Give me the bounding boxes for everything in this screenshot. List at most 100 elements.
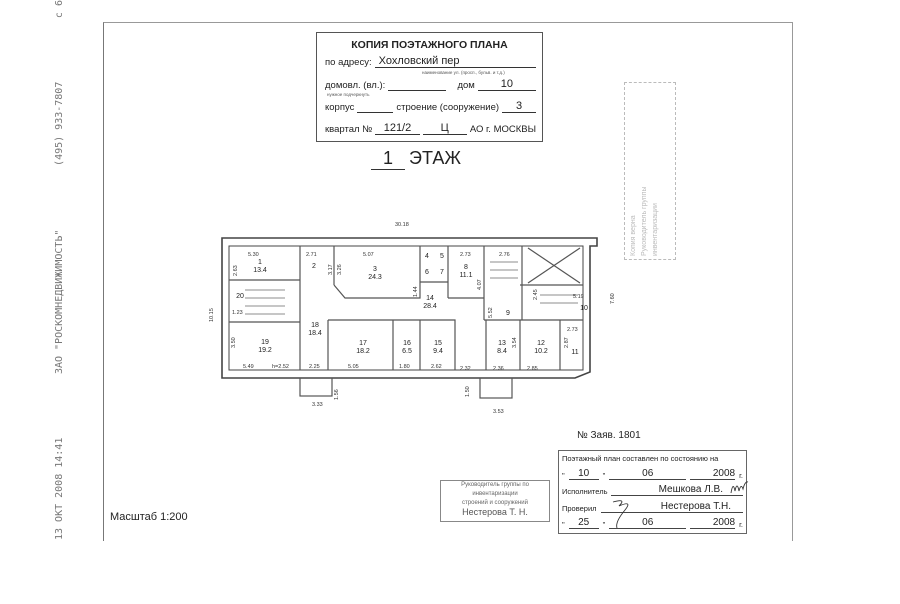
dim: 2.36 (493, 366, 504, 372)
dim: h=2.52 (272, 364, 289, 370)
year-suffix: г. (739, 471, 743, 480)
kvartal-value: 121/2 (375, 122, 420, 135)
dim: 2.25 (309, 364, 320, 370)
month2: 06 (609, 517, 687, 529)
day2: 25 (568, 517, 599, 529)
ao-label: АО г. МОСКВЫ (469, 124, 537, 135)
year2: 2008 (690, 517, 736, 529)
dim: 1.80 (399, 364, 410, 370)
dim: 1.23 (232, 310, 243, 316)
room-15-area: 9.4 (433, 348, 443, 355)
room-13-number: 13 (498, 340, 506, 347)
dim: 7.60 (610, 293, 616, 304)
outer-wall (221, 237, 598, 379)
room-9-number: 9 (506, 310, 510, 317)
room-16-number: 16 (403, 340, 411, 347)
dim: 1.44 (413, 286, 419, 297)
stamp-line: Копия верна (630, 215, 637, 256)
dom-label: дом (457, 80, 475, 91)
dim: 3.26 (337, 264, 343, 275)
dim: 3.17 (328, 264, 334, 275)
dim: 2.76 (499, 252, 510, 258)
year-suffix: г. (739, 520, 743, 529)
table-header: Поэтажный план составлен по состоянию на (562, 454, 719, 463)
dim: 2.73 (460, 252, 471, 258)
room-17-area: 18.2 (356, 348, 370, 355)
room-2-number: 2 (312, 263, 316, 270)
domovl-label: домовл. (вл.): (325, 80, 386, 91)
dim: 2.45 (533, 289, 539, 300)
floor-text: ЭТАЖ (409, 148, 461, 168)
dim: 2.85 (527, 366, 538, 372)
address-label: по адресу: (325, 57, 372, 68)
room-4-number: 4 (425, 253, 429, 260)
room-20-number: 20 (236, 293, 244, 300)
dim: 1.50 (465, 386, 471, 397)
application-number: № Заяв. 1801 (577, 430, 641, 441)
stroenie-value: 3 (502, 100, 536, 113)
stamp-line: Руководитель группы по инвентаризации (461, 482, 529, 497)
korpus-label: корпус (325, 102, 355, 113)
dimensions: 30.18 10.15 7.60 5.30 2.63 2.71 3.17 3.2… (209, 222, 616, 415)
dim: 2.62 (431, 364, 442, 370)
room-15-number: 15 (434, 340, 442, 347)
dim: 5.49 (243, 364, 254, 370)
dim: 10.15 (209, 308, 215, 322)
room-16-area: 6.5 (402, 348, 412, 355)
dim: 5.30 (248, 252, 259, 258)
room-3-number: 3 (373, 266, 377, 273)
dim: 3.50 (231, 337, 237, 348)
dim: 2.32 (460, 366, 471, 372)
dim: 1.56 (334, 389, 340, 400)
room-8-area: 11.1 (459, 272, 472, 279)
dim: 5.52 (488, 307, 494, 318)
kvartal-label: квартал № (325, 124, 373, 135)
stamp-line: строений и сооружений (462, 500, 528, 506)
scale-label: Масштаб 1:200 (110, 511, 188, 523)
room-12-number: 12 (537, 340, 545, 347)
dim: 5.05 (348, 364, 359, 370)
domovl-value (388, 90, 447, 91)
room-1-area: 13.4 (253, 267, 267, 274)
room-14-area: 28.4 (423, 303, 437, 310)
room-11-number: 11 (571, 349, 578, 356)
room-1-number: 1 (258, 259, 262, 266)
month1: 06 (609, 468, 687, 480)
doc-title: КОПИЯ ПОЭТАЖНОГО ПЛАНА (351, 39, 508, 51)
room-12-area: 10.2 (534, 348, 548, 355)
checker-signature (612, 500, 629, 529)
dim: 2.73 (567, 327, 578, 333)
checker-label: Проверил (562, 504, 597, 513)
room-5-number: 5 (440, 253, 444, 260)
executor-name: Мешкова Л.В. (611, 484, 743, 496)
checker-name: Нестерова Т.Н. (600, 501, 743, 513)
address-value: Хохловский пер (374, 55, 536, 68)
dim: 4.07 (477, 279, 483, 290)
dim: 5.19 (573, 294, 584, 300)
interior-walls (229, 246, 583, 399)
day1: 10 (568, 468, 599, 480)
room-8-number: 8 (464, 264, 468, 271)
room-10-number: 10 (580, 305, 588, 312)
stamp-line: Руководитель группы (641, 186, 648, 256)
stairs (245, 261, 578, 315)
dim: 2.71 (306, 252, 317, 258)
dom-value: 10 (477, 78, 537, 91)
dim: 3.33 (312, 402, 323, 408)
stroenie-label: строение (сооружение) (396, 102, 500, 113)
address-hint: наименование ул. (просп., бульв. и т.д.) (422, 70, 505, 75)
dim: 2.87 (564, 337, 570, 348)
room-13-area: 8.4 (497, 348, 507, 355)
dim: 3.54 (512, 337, 518, 348)
room-7-number: 7 (440, 269, 444, 276)
executor-signature (730, 481, 749, 494)
room-3-area: 24.3 (368, 274, 382, 281)
dim: 30.18 (395, 222, 409, 228)
room-18-number: 18 (311, 322, 319, 329)
korpus-value (357, 112, 394, 113)
faded-stamp: Копия верна Руководитель группы инвентар… (624, 82, 676, 260)
room-17-number: 17 (359, 340, 367, 347)
dim: 3.53 (493, 409, 504, 415)
